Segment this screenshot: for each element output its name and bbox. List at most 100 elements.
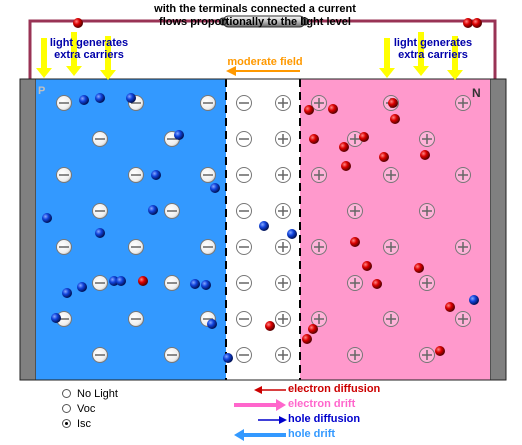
- circuit-wire: [28, 19, 497, 79]
- electron-carrier: [388, 98, 398, 108]
- donor-ion-icon: [275, 167, 291, 183]
- left-arrow-icon: [234, 429, 286, 441]
- acceptor-ion-icon: [200, 239, 216, 255]
- radio-no-light[interactable]: No Light: [62, 386, 118, 401]
- donor-ion-icon: [455, 167, 471, 183]
- hole-carrier: [51, 313, 61, 323]
- light-label-left-line2: extra carriers: [54, 49, 124, 61]
- donor-ion-icon: [419, 275, 435, 291]
- electron-carrier: [328, 104, 338, 114]
- electron-carrier: [309, 134, 319, 144]
- device-outline: [19, 78, 507, 381]
- top-caption-line2: flows proportionally to the light level: [159, 16, 351, 28]
- donor-ion-icon: [383, 239, 399, 255]
- radio-isc-button[interactable]: [62, 419, 71, 428]
- hole-carrier: [223, 353, 233, 363]
- hole-carrier: [109, 276, 119, 286]
- donor-ion-icon: [455, 239, 471, 255]
- left-arrow-icon: [254, 386, 286, 394]
- acceptor-ion-icon: [236, 131, 252, 147]
- light-arrow-icon: [100, 36, 116, 80]
- donor-ion-icon: [311, 311, 327, 327]
- acceptor-ion-icon: [56, 95, 72, 111]
- radio-no-light-button[interactable]: [62, 389, 71, 398]
- legend-electron-diffusion: electron diffusion: [230, 382, 430, 397]
- donor-ion-icon: [347, 275, 363, 291]
- acceptor-ion-icon: [128, 239, 144, 255]
- radio-no-light-label: No Light: [77, 387, 118, 400]
- hole-carrier: [77, 282, 87, 292]
- acceptor-ion-icon: [164, 203, 180, 219]
- donor-ion-icon: [347, 347, 363, 363]
- hole-carrier: [287, 229, 297, 239]
- hole-carrier: [126, 93, 136, 103]
- field-arrow-icon: [226, 66, 300, 76]
- p-contact: [19, 78, 37, 381]
- electron-carrier: [308, 324, 318, 334]
- light-arrows: [36, 32, 463, 80]
- radio-isc-label: Isc: [77, 417, 92, 430]
- electron-carrier: [372, 279, 382, 289]
- electron-carrier: [445, 302, 455, 312]
- donor-ion-icon: [455, 95, 471, 111]
- right-arrow-icon: [258, 416, 287, 424]
- electron-carrier: [390, 114, 400, 124]
- acceptor-ion-icon: [236, 95, 252, 111]
- acceptor-ion-icon: [236, 239, 252, 255]
- hole-carrier: [95, 228, 105, 238]
- donor-ion-icon: [275, 275, 291, 291]
- light-arrow-icon: [66, 32, 82, 76]
- hole-carrier: [148, 205, 158, 215]
- acceptor-ion-icon: [128, 167, 144, 183]
- light-arrow-icon: [379, 38, 395, 78]
- electron-carrier: [420, 150, 430, 160]
- electron-carrier: [350, 237, 360, 247]
- acceptor-ion-icon: [200, 95, 216, 111]
- hole-carrier: [259, 221, 269, 231]
- legend-hole-drift: hole drift: [230, 427, 430, 442]
- p-region: [36, 79, 226, 380]
- donor-ion-icon: [347, 203, 363, 219]
- electron-carrier: [362, 261, 372, 271]
- hole-carrier: [79, 95, 89, 105]
- acceptor-ion-icon: [92, 275, 108, 291]
- light-label-left: light generates extra carriers: [34, 37, 144, 61]
- electron-carrier: [414, 263, 424, 273]
- light-label-right-line1: light generates: [393, 37, 473, 49]
- light-arrow-icon: [36, 38, 52, 78]
- hole-carrier: [190, 279, 200, 289]
- donor-ion-icon: [311, 167, 327, 183]
- donor-ion-icon: [455, 311, 471, 327]
- mobile-carriers: [42, 93, 479, 363]
- acceptor-ion-icon: [236, 275, 252, 291]
- donor-ion-icon: [419, 347, 435, 363]
- hole-carrier: [116, 276, 126, 286]
- electron-carrier: [265, 321, 275, 331]
- hole-carrier: [207, 319, 217, 329]
- light-arrow-icon: [447, 36, 463, 80]
- acceptor-ion-icon: [164, 275, 180, 291]
- electron-carrier: [339, 142, 349, 152]
- legend-hole-drift-label: hole drift: [288, 428, 336, 440]
- acceptor-ion-icon: [236, 167, 252, 183]
- legend-electron-drift-label: electron drift: [288, 398, 356, 410]
- n-contact: [489, 78, 507, 381]
- field-label: moderate field: [227, 56, 303, 68]
- radio-voc-button[interactable]: [62, 404, 71, 413]
- wire-electron: [73, 18, 83, 28]
- donor-ion-icon: [275, 239, 291, 255]
- donor-ion-icon: [275, 95, 291, 111]
- electron-carrier: [379, 152, 389, 162]
- radio-voc[interactable]: Voc: [62, 401, 118, 416]
- electron-carrier: [341, 161, 351, 171]
- radio-isc[interactable]: Isc: [62, 416, 118, 431]
- hole-carrier: [210, 183, 220, 193]
- electron-carrier: [302, 334, 312, 344]
- hole-carrier: [174, 130, 184, 140]
- hole-carrier: [42, 213, 52, 223]
- acceptor-ion-icon: [236, 311, 252, 327]
- donor-ion-icon: [275, 203, 291, 219]
- acceptor-ion-icon: [56, 239, 72, 255]
- light-label-right-line2: extra carriers: [398, 49, 468, 61]
